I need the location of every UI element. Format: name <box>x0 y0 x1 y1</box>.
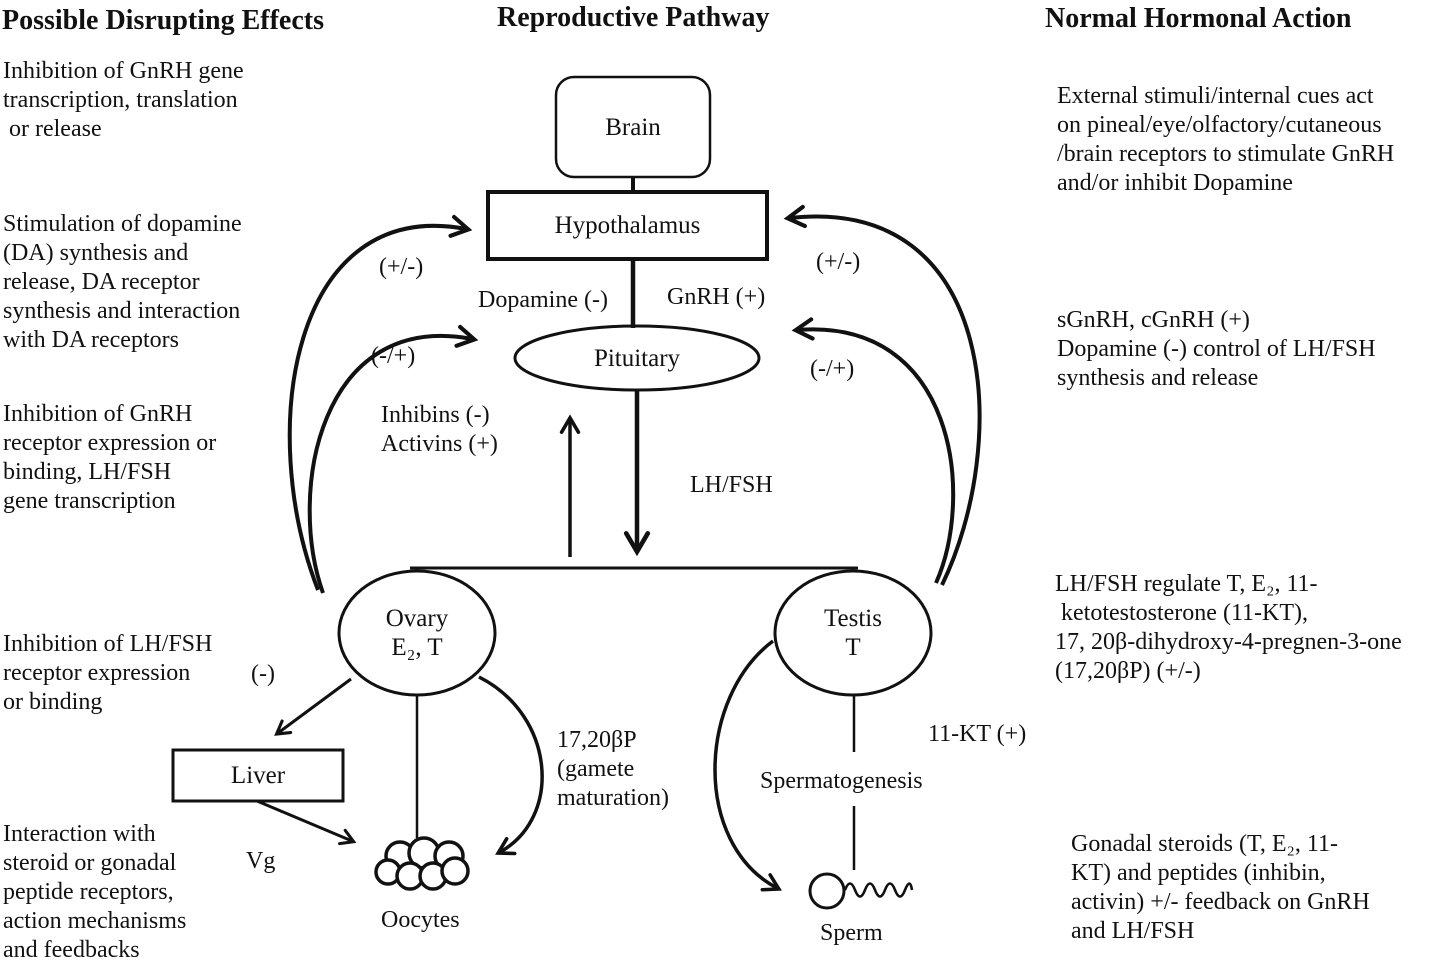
hypothalamus-label: Hypothalamus <box>554 212 701 239</box>
gonad-hypothalamus-left-arc <box>287 214 473 591</box>
minus-label: (-) <box>251 661 275 687</box>
left-column-header: Possible Disrupting Effects <box>2 5 324 36</box>
minus-plus-right-label: (-/+) <box>810 356 855 382</box>
plus-minus-right-label: (+/-) <box>816 249 861 275</box>
oocytes-cluster-icon <box>374 836 470 891</box>
note-gonadal-steroids: Gonadal steroids (T, E₂, 11- KT) and pep… <box>1071 831 1370 944</box>
note-gnrh-gene: Inhibition of GnRH gene transcription, t… <box>3 58 244 142</box>
gamete-maturation-label: 17,20βP (gamete maturation) <box>557 727 669 811</box>
spermatogenesis-label: Spermatogenesis <box>760 768 923 794</box>
note-steroid-interaction: Interaction with steroid or gonadal pept… <box>3 821 187 963</box>
note-sgnrh-control: sGnRH, cGnRH (+) Dopamine (-) control of… <box>1057 307 1376 391</box>
oocytes-label: Oocytes <box>381 907 460 933</box>
vg-label: Vg <box>246 848 276 874</box>
gonad-pituitary-right-arc <box>791 317 956 584</box>
dopamine-label: Dopamine (-) <box>478 287 608 313</box>
sperm-label: Sperm <box>820 920 883 946</box>
brain-label: Brain <box>605 113 661 141</box>
note-gnrh-receptor: Inhibition of GnRH receptor expression o… <box>3 401 217 514</box>
hypothalamus-box <box>486 190 769 261</box>
ovary-label: Ovary E₂, T <box>385 605 449 661</box>
note-lhfsh-regulate: LH/FSH regulate T, E₂, 11- ketotestoster… <box>1055 571 1402 684</box>
ovary-ellipse <box>337 569 497 697</box>
ovary-liver-arrow <box>274 677 352 736</box>
gonad-hypothalamus-right-arc <box>783 204 982 586</box>
lh-fsh-label: LH/FSH <box>690 472 773 498</box>
sperm-icon <box>808 872 914 910</box>
gonad-pituitary-left-arc <box>307 324 479 594</box>
plus-minus-left-label: (+/-) <box>379 254 424 280</box>
pituitary-label: Pituitary <box>593 344 681 372</box>
testis-ellipse <box>773 569 933 697</box>
testis-sperm-arc <box>713 639 782 892</box>
note-external-stimuli: External stimuli/internal cues act on pi… <box>1057 83 1395 196</box>
gnrh-label: GnRH (+) <box>667 284 766 310</box>
eleven-kt-label: 11-KT (+) <box>928 721 1027 747</box>
right-column-header: Normal Hormonal Action <box>1045 3 1352 34</box>
liver-oocytes-arrow <box>256 799 357 846</box>
liver-label: Liver <box>230 762 286 789</box>
ovary-oocyte-maturation-arc <box>478 675 544 856</box>
inhibins-activins-label: Inhibins (-) Activins (+) <box>381 402 498 457</box>
note-lhfsh-receptor: Inhibition of LH/FSH receptor expression… <box>3 631 213 715</box>
minus-plus-left-label: (-/+) <box>371 343 416 369</box>
center-column-header: Reproductive Pathway <box>497 2 770 33</box>
note-dopamine-stim: Stimulation of dopamine (DA) synthesis a… <box>3 211 242 353</box>
testis-label: Testis T <box>824 605 882 661</box>
